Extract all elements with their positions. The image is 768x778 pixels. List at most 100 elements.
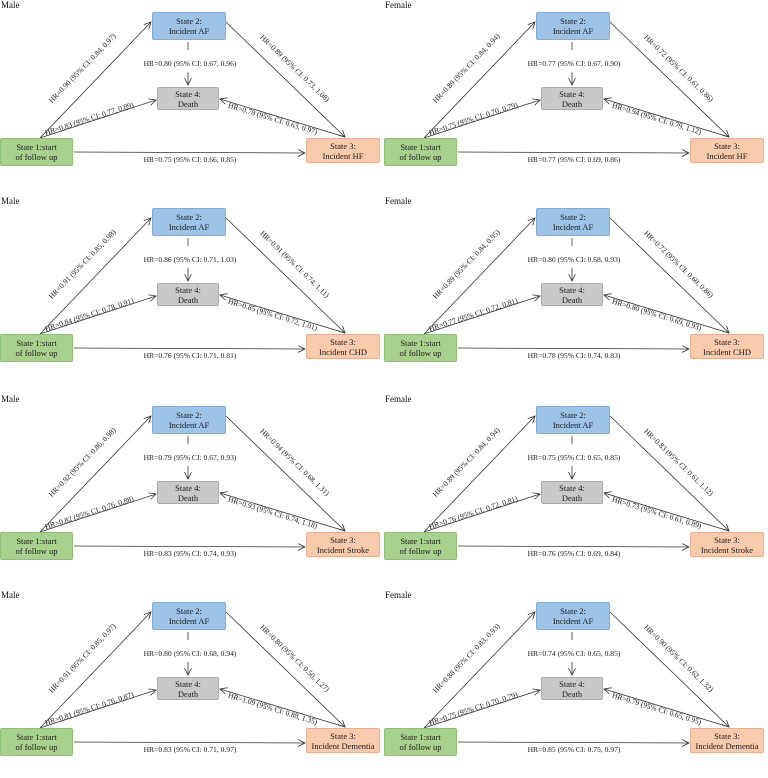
hr-label-af-to-death: HR=0.74 (95% CI: 0.65, 0.85)	[528, 649, 621, 658]
hr-label-start-to-death: HR=0.83 (95% CI: 0.77, 0.89)	[44, 100, 136, 137]
state-2-af-box-line2: Incident AF	[552, 26, 594, 36]
arrow-start-to-outcome	[73, 546, 305, 547]
state-4-death-box-line2: Death	[561, 492, 583, 503]
arrow-start-to-outcome	[73, 742, 305, 743]
arrow-outcome-to-death	[604, 689, 730, 728]
state-1-start-box-line2: of follow up	[15, 546, 58, 556]
arrow-start-to-death	[423, 494, 540, 533]
hr-label-af-to-death: HR=0.75 (95% CI: 0.65, 0.85)	[528, 453, 621, 462]
gender-label: Male	[1, 0, 20, 10]
state-2-af-box-line1: State 2:	[560, 410, 586, 420]
state-3-outcome-box-line2: Incident Stroke	[700, 544, 754, 555]
state-2-af-box-line1: State 2:	[176, 16, 202, 26]
hr-label-af-to-outcome: HR=0.72 (95% CI: 0.60, 0.86)	[642, 229, 715, 300]
hr-label-af-to-death: HR=0.86 (95% CI: 0.71, 1.03)	[144, 255, 237, 264]
state-4-death-box-line2: Death	[177, 294, 199, 305]
state-3-outcome-box-line2: Incident Dementia	[695, 740, 759, 751]
hr-label-outcome-to-death: HR=0.94 (95% CI: 0.79, 1.12)	[611, 101, 703, 137]
state-2-af-box: State 2:Incident AF	[152, 406, 226, 434]
gender-label: Male	[1, 196, 20, 206]
state-4-death-box-line2: Death	[177, 98, 199, 109]
arrow-af-to-outcome	[225, 217, 345, 333]
gender-label: Female	[385, 590, 412, 600]
hr-label-af-to-outcome: HR=0.80 (95% CI: 0.50, 1.27)	[258, 623, 331, 694]
state-4-death-box: State 4:Death	[157, 677, 219, 700]
state-2-af-box-line2: Incident AF	[552, 420, 594, 430]
transition-arrows: HR=0.90 (95% CI: 0.84, 0.97)HR=0.89 (95%…	[39, 0, 384, 164]
state-3-outcome-box-line2: Incident Dementia	[311, 740, 375, 751]
state-3-outcome-box-line1: State 3:	[714, 140, 740, 151]
arrow-start-to-death	[423, 100, 540, 139]
arrow-start-to-death	[39, 100, 156, 139]
state-diagram-panel: Female HR=0.89 (95% CI: 0.84, 0.94)HR=0.8…	[384, 394, 768, 582]
state-1-start-box-line2: of follow up	[399, 742, 442, 752]
arrow-af-to-outcome	[609, 21, 729, 137]
state-2-af-box-line1: State 2:	[560, 212, 586, 222]
state-4-death-box: State 4:Death	[541, 87, 603, 110]
state-1-start-box-line1: State 1:start	[16, 732, 57, 742]
state-3-outcome-box-line1: State 3:	[714, 534, 740, 545]
state-3-outcome-box: State 3:Incident Dementia	[690, 728, 764, 753]
state-2-af-box-line2: Incident AF	[552, 616, 594, 626]
state-2-af-box: State 2:Incident AF	[536, 12, 610, 40]
state-4-death-box-line1: State 4:	[175, 678, 201, 689]
state-2-af-box: State 2:Incident AF	[152, 602, 226, 630]
state-2-af-box-line1: State 2:	[560, 606, 586, 616]
state-3-outcome-box: State 3:Incident CHD	[306, 334, 380, 359]
hr-label-start-to-outcome: HR=0.85 (95% CI: 0.75, 0.97)	[528, 745, 621, 754]
arrow-start-to-af	[39, 612, 151, 729]
state-3-outcome-box-line2: Incident HF	[322, 150, 364, 161]
arrow-start-to-outcome	[73, 348, 305, 349]
gender-label: Female	[385, 0, 412, 10]
state-3-outcome-box: State 3:Incident HF	[690, 138, 764, 163]
hr-label-start-to-outcome: HR=0.78 (95% CI: 0.74, 0.83)	[528, 351, 621, 360]
state-2-af-box-line1: State 2:	[176, 410, 202, 420]
state-3-outcome-box-line2: Incident CHD	[319, 346, 367, 357]
hr-label-af-to-death: HR=0.79 (95% CI: 0.67, 0.93)	[144, 453, 237, 462]
state-1-start-box-line1: State 1:start	[16, 142, 57, 152]
state-4-death-box-line2: Death	[561, 98, 583, 109]
transition-arrows: HR=0.89 (95% CI: 0.84, 0.94)HR=0.83 (95%…	[423, 394, 768, 558]
hr-label-outcome-to-death: HR=0.73 (95% CI: 0.61, 0.89)	[611, 495, 703, 531]
arrow-af-to-outcome	[609, 611, 729, 727]
hr-label-start-to-death: HR=0.77 (95% CI: 0.72, 0.81)	[428, 296, 520, 333]
state-diagram-panel: Male HR=0.90 (95% CI: 0.84, 0.97)HR=0.89 …	[0, 0, 384, 188]
state-4-death-box-line1: State 4:	[175, 88, 201, 99]
state-3-outcome-box: State 3:Incident Dementia	[306, 728, 380, 753]
state-3-outcome-box: State 3:Incident Stroke	[306, 532, 380, 557]
state-3-outcome-box-line2: Incident CHD	[703, 346, 751, 357]
hr-label-start-to-outcome: HR=0.83 (95% CI: 0.74, 0.93)	[144, 549, 237, 558]
gender-label: Female	[385, 394, 412, 404]
state-2-af-box-line1: State 2:	[560, 16, 586, 26]
state-4-death-box: State 4:Death	[157, 283, 219, 306]
state-3-outcome-box-line1: State 3:	[330, 730, 356, 741]
state-4-death-box: State 4:Death	[541, 677, 603, 700]
arrow-start-to-af	[423, 416, 535, 533]
hr-label-outcome-to-death: HR=1.09 (95% CI: 0.88, 1.35)	[227, 691, 319, 727]
hr-label-af-to-death: HR=0.77 (95% CI: 0.67, 0.90)	[528, 59, 621, 68]
hr-label-af-to-death: HR=0.80 (95% CI: 0.67, 0.96)	[144, 59, 237, 68]
arrow-outcome-to-death	[604, 295, 730, 334]
hr-label-start-to-outcome: HR=0.76 (95% CI: 0.71, 0.81)	[144, 351, 237, 360]
state-4-death-box: State 4:Death	[157, 87, 219, 110]
hr-label-af-to-outcome: HR=0.90 (95% CI: 0.62, 1.32)	[642, 623, 715, 694]
arrow-start-to-af	[39, 416, 151, 533]
hr-label-start-to-death: HR=0.75 (95% CI: 0.70, 0.79)	[428, 100, 520, 137]
state-2-af-box: State 2:Incident AF	[152, 208, 226, 236]
arrow-outcome-to-death	[220, 689, 346, 728]
state-4-death-box: State 4:Death	[157, 481, 219, 504]
state-2-af-box: State 2:Incident AF	[536, 602, 610, 630]
state-1-start-box-line2: of follow up	[399, 152, 442, 162]
state-2-af-box-line2: Incident AF	[552, 222, 594, 232]
